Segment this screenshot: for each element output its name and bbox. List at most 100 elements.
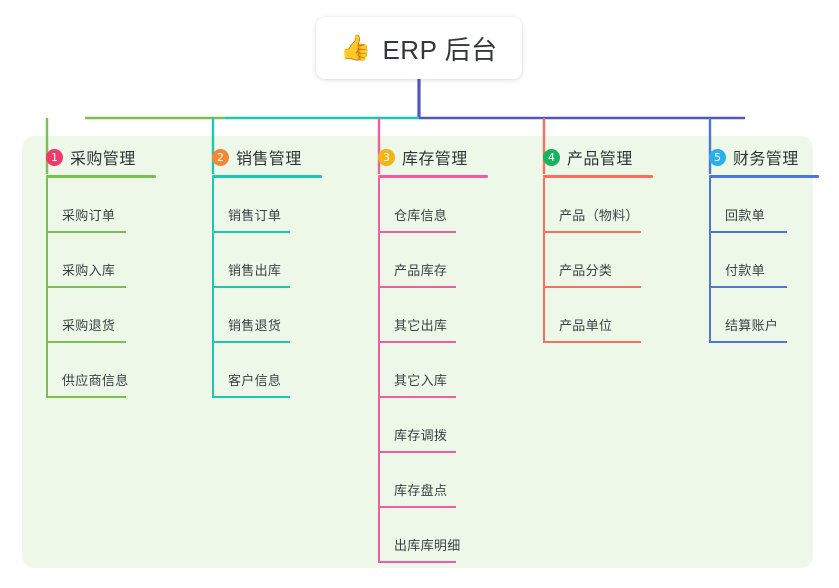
leaf-rule (378, 561, 456, 563)
leaf-item[interactable]: 客户信息 (202, 343, 322, 398)
column-header-5[interactable]: 5 财务管理 (699, 146, 819, 168)
leaf-rule (212, 286, 290, 288)
leaf-item[interactable]: 销售退货 (202, 288, 322, 343)
leaf-item[interactable]: 其它出库 (368, 288, 488, 343)
root-title: ERP 后台 (382, 34, 498, 65)
leaf-rule (46, 396, 126, 398)
column-3: 3 库存管理仓库信息产品库存其它出库其它入库库存调拨库存盘点出库库明细 (368, 146, 488, 563)
leaf-rule (709, 341, 787, 343)
leaf-item[interactable]: 采购入库 (36, 233, 156, 288)
leaf-label: 其它出库 (394, 318, 448, 333)
column-header-1[interactable]: 1 采购管理 (36, 146, 156, 168)
column-title-4: 产品管理 (567, 151, 633, 168)
leaf-list-4: 产品（物料） 产品分类产品单位 (533, 178, 653, 343)
leaf-rule (378, 451, 456, 453)
leaf-rule (378, 341, 456, 343)
column-header-2[interactable]: 2 销售管理 (202, 146, 322, 168)
leaf-label: 回款单 (725, 208, 765, 223)
leaf-label: 库存调拨 (394, 428, 448, 443)
leaf-item[interactable]: 供应商信息 (36, 343, 156, 398)
column-badge-4: 4 (543, 148, 560, 166)
leaf-label: 库存盘点 (394, 483, 448, 498)
leaf-list-1: 采购订单采购入库采购退货供应商信息 (36, 178, 156, 398)
column-badge-3: 3 (378, 148, 395, 166)
leaf-rule (46, 341, 126, 343)
column-badge-1: 1 (46, 148, 63, 166)
leaf-list-2: 销售订单销售出库销售退货客户信息 (202, 178, 322, 398)
leaf-rule (212, 231, 290, 233)
leaf-label: 产品库存 (394, 263, 448, 278)
column-rule-2 (212, 175, 322, 178)
leaf-item[interactable]: 库存盘点 (368, 453, 488, 508)
leaf-rule (378, 286, 456, 288)
leaf-label: 结算账户 (725, 318, 779, 333)
leaf-label: 产品分类 (559, 263, 613, 278)
column-rule-4 (543, 175, 653, 178)
leaf-item[interactable]: 其它入库 (368, 343, 488, 398)
leaf-item[interactable]: 付款单 (699, 233, 819, 288)
leaf-item[interactable]: 出库库明细 (368, 508, 488, 563)
leaf-label: 产品单位 (559, 318, 613, 333)
leaf-item[interactable]: 回款单 (699, 178, 819, 233)
column-spine-3 (378, 178, 380, 563)
leaf-item[interactable]: 采购退货 (36, 288, 156, 343)
leaf-item[interactable]: 仓库信息 (368, 178, 488, 233)
column-badge-2: 2 (212, 148, 229, 166)
leaf-label: 销售出库 (228, 263, 282, 278)
leaf-item[interactable]: 产品分类 (533, 233, 653, 288)
leaf-item[interactable]: 产品（物料） (533, 178, 653, 233)
leaf-label: 销售退货 (228, 318, 282, 333)
leaf-list-3: 仓库信息产品库存其它出库其它入库库存调拨库存盘点出库库明细 (368, 178, 488, 563)
leaf-list-5: 回款单付款单结算账户 (699, 178, 819, 343)
thumbs-up-icon: 👍 (340, 33, 372, 62)
column-spine-1 (46, 178, 48, 398)
leaf-label: 销售订单 (228, 208, 282, 223)
leaf-item[interactable]: 结算账户 (699, 288, 819, 343)
leaf-label: 供应商信息 (62, 373, 129, 388)
column-title-3: 库存管理 (402, 151, 468, 168)
leaf-rule (378, 231, 456, 233)
leaf-label: 产品（物料） (559, 208, 639, 223)
leaf-item[interactable]: 采购订单 (36, 178, 156, 233)
leaf-label: 采购退货 (62, 318, 116, 333)
column-rule-3 (378, 175, 488, 178)
column-title-2: 销售管理 (236, 151, 302, 168)
leaf-label: 其它入库 (394, 373, 448, 388)
column-rule-1 (46, 175, 156, 178)
leaf-rule (709, 231, 787, 233)
leaf-rule (378, 396, 456, 398)
column-1: 1 采购管理采购订单采购入库采购退货供应商信息 (36, 146, 156, 398)
column-header-4[interactable]: 4 产品管理 (533, 146, 653, 168)
column-spine-5 (709, 178, 711, 343)
column-2: 2 销售管理销售订单销售出库销售退货客户信息 (202, 146, 322, 398)
leaf-label: 采购订单 (62, 208, 116, 223)
leaf-item[interactable]: 库存调拨 (368, 398, 488, 453)
leaf-item[interactable]: 产品库存 (368, 233, 488, 288)
leaf-rule (212, 396, 290, 398)
column-spine-4 (543, 178, 545, 343)
leaf-item[interactable]: 产品单位 (533, 288, 653, 343)
column-4: 4 产品管理产品（物料） 产品分类产品单位 (533, 146, 653, 343)
leaf-label: 仓库信息 (394, 208, 448, 223)
column-rule-5 (709, 175, 819, 178)
column-badge-5: 5 (709, 148, 726, 166)
leaf-item[interactable]: 销售出库 (202, 233, 322, 288)
column-spine-2 (212, 178, 214, 398)
root-node[interactable]: 👍 ERP 后台 (316, 17, 522, 79)
leaf-label: 采购入库 (62, 263, 116, 278)
column-title-5: 财务管理 (733, 151, 799, 168)
leaf-label: 出库库明细 (394, 538, 461, 553)
column-5: 5 财务管理回款单付款单结算账户 (699, 146, 819, 343)
column-header-3[interactable]: 3 库存管理 (368, 146, 488, 168)
leaf-rule (543, 341, 641, 343)
column-title-1: 采购管理 (70, 151, 136, 168)
leaf-rule (212, 341, 290, 343)
content-panel (22, 136, 813, 568)
leaf-item[interactable]: 销售订单 (202, 178, 322, 233)
leaf-rule (46, 286, 126, 288)
leaf-rule (378, 506, 456, 508)
leaf-label: 客户信息 (228, 373, 282, 388)
leaf-label: 付款单 (725, 263, 765, 278)
leaf-rule (543, 231, 641, 233)
